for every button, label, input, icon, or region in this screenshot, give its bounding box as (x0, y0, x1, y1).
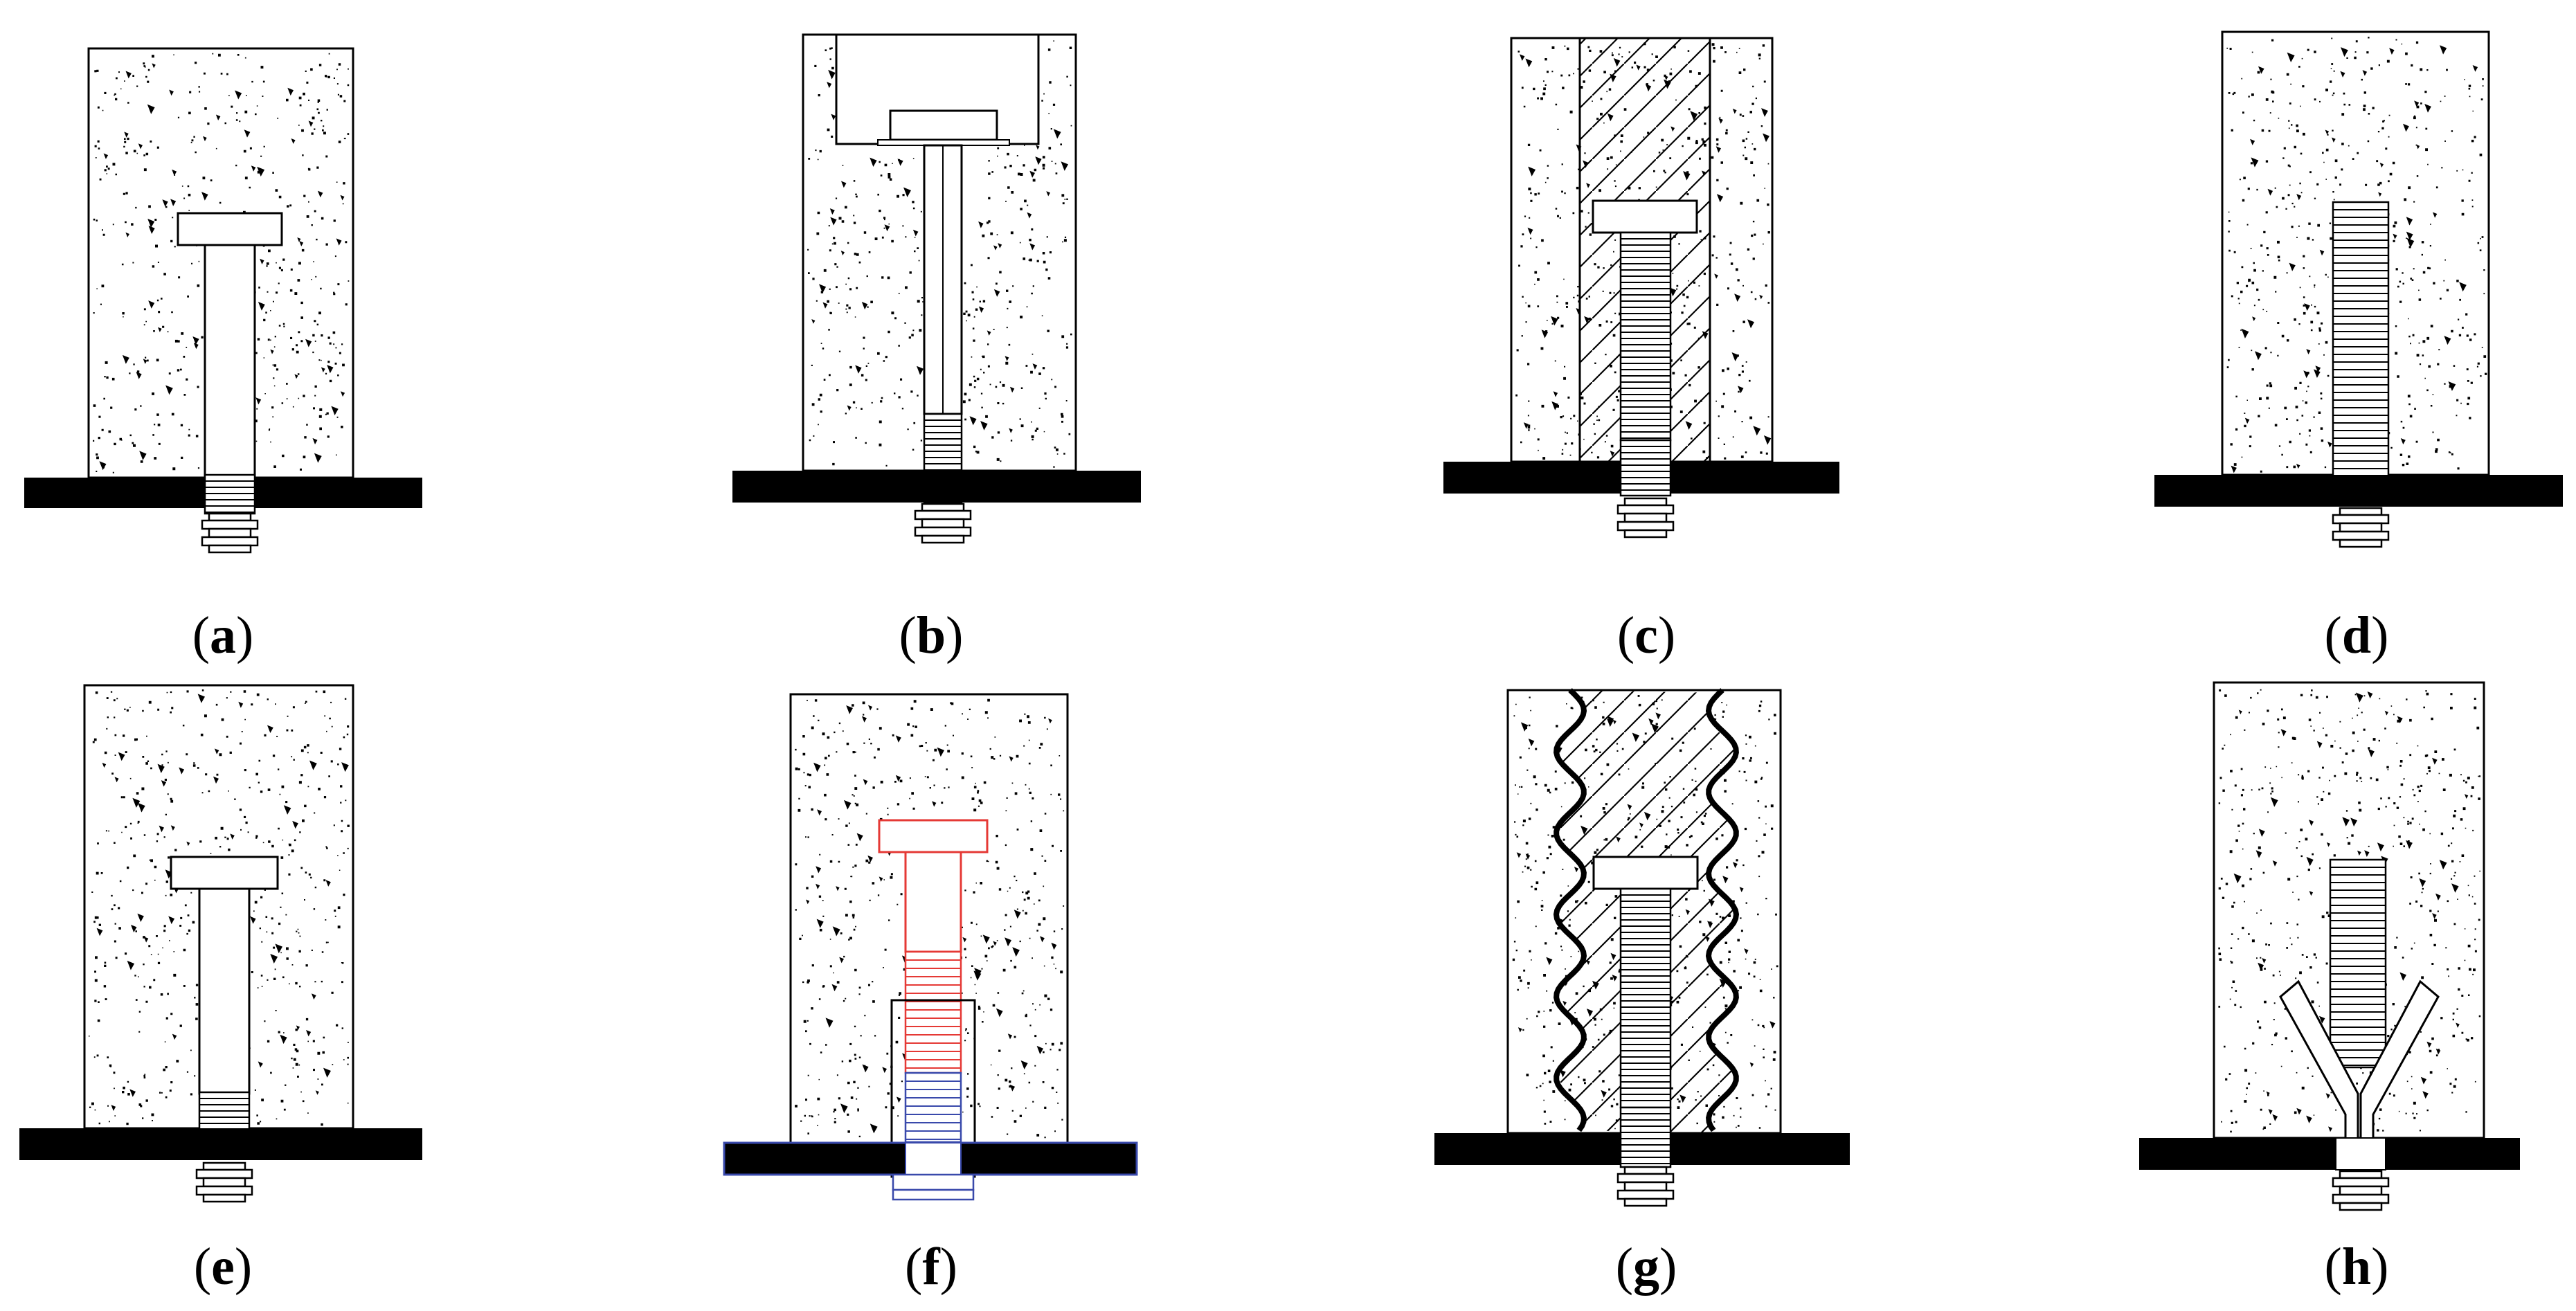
panel-label-h: (h) (2324, 1238, 2389, 1296)
nut-washer-layer (1616, 521, 1675, 532)
thread-lines (2333, 209, 2388, 477)
panel-d (2154, 30, 2563, 548)
nut-washer-layer (2339, 1202, 2383, 1211)
bolt-head (170, 856, 279, 890)
thread-lines (906, 1081, 961, 1140)
threaded-section (1619, 231, 1672, 442)
nut-washer-layer (2332, 514, 2390, 525)
thread-lines (906, 959, 961, 1069)
channel-bolt-head (889, 109, 998, 141)
nut-washer-layer (2339, 507, 2383, 516)
nut-washer-layer (208, 512, 252, 522)
nut-washer-layer (201, 519, 259, 530)
nut-washer-layer (2339, 522, 2383, 533)
nut-washer-layer (2332, 530, 2390, 541)
panel-label-e: (e) (193, 1238, 253, 1296)
upper-bolt-shank (904, 851, 962, 953)
plate-hole (2335, 1137, 2386, 1170)
nut-washer-layer (202, 1177, 246, 1188)
panel-e (19, 684, 422, 1203)
nut-washer-layer (921, 534, 965, 544)
lower-washer (892, 1188, 975, 1201)
nut-washer-layer (201, 536, 259, 547)
thread-lines (1621, 894, 1670, 1101)
nut-washer-layer (914, 526, 972, 537)
nut-washer-layer (921, 518, 965, 529)
panel-f (723, 693, 1138, 1201)
nut-washer-layer (1616, 504, 1675, 515)
nut-washer-layer (195, 1185, 253, 1196)
panel-h (2139, 681, 2520, 1211)
nut-washer-layer (208, 544, 252, 554)
steel-plate (19, 1128, 422, 1160)
nut-washer-layer (1623, 1181, 1668, 1192)
bolt-head (177, 212, 283, 246)
wavy-hole-wall-left (1553, 688, 1587, 1132)
nut-washer-layer (2339, 1185, 2383, 1196)
nut-washer-layer (208, 527, 252, 539)
nut-washer-layer (921, 503, 965, 512)
panel-label-b: (b) (899, 606, 964, 664)
panel-a (24, 47, 422, 554)
thread-lines (1621, 238, 1670, 439)
thread-lines (2330, 867, 2386, 1066)
steel-plate (2139, 1138, 2520, 1170)
lower-nut (892, 1173, 975, 1191)
nut-washer-layer (914, 509, 972, 521)
panel-label-c: (c) (1616, 606, 1676, 664)
threaded-section (1619, 887, 1672, 1109)
bolt-shank (204, 244, 256, 479)
steel-plate (732, 471, 1141, 503)
threaded-section (1619, 1106, 1672, 1168)
wavy-hole-wall-right (1705, 688, 1740, 1132)
nut-washer-layer (1616, 1189, 1675, 1200)
nut-washer-layer (1623, 497, 1668, 507)
panel-b (732, 33, 1141, 544)
nut-washer-layer (202, 1193, 246, 1203)
bolt-head (1592, 199, 1698, 234)
threaded-section (2329, 858, 2387, 1069)
panel-g (1434, 688, 1850, 1207)
panel-label-d: (d) (2324, 606, 2389, 664)
nut-washer-layer (2332, 1193, 2390, 1204)
nut-washer-layer (195, 1168, 253, 1179)
bolt-shank (198, 887, 251, 1095)
nut-washer-layer (202, 1161, 246, 1171)
upper-threaded-section (904, 950, 962, 1074)
panel-c (1443, 37, 1839, 539)
nut-washer-layer (1616, 1173, 1675, 1184)
nut-washer-layer (2332, 1177, 2390, 1188)
nut-washer-layer (2339, 539, 2383, 548)
nut-washer-layer (1623, 1166, 1668, 1175)
nut-washer-layer (1623, 512, 1668, 523)
panel-label-a: (a) (192, 606, 254, 664)
thread-lines (205, 480, 255, 513)
thread-lines (1621, 446, 1670, 491)
steel-plate (2154, 475, 2563, 507)
upper-bolt-head (878, 819, 989, 853)
bolt-head (1592, 856, 1699, 890)
nut-washer-layer (1623, 529, 1668, 539)
panel-label-f: (f) (905, 1238, 957, 1296)
nut-washer-layer (1623, 1197, 1668, 1207)
plate-hole (905, 1142, 962, 1175)
concrete-speckles (795, 698, 1065, 1140)
threaded-section (1619, 439, 1672, 497)
thread-lines (1621, 1113, 1670, 1164)
panel-label-g: (g) (1615, 1238, 1677, 1296)
nut-washer-layer (2339, 1170, 2383, 1179)
